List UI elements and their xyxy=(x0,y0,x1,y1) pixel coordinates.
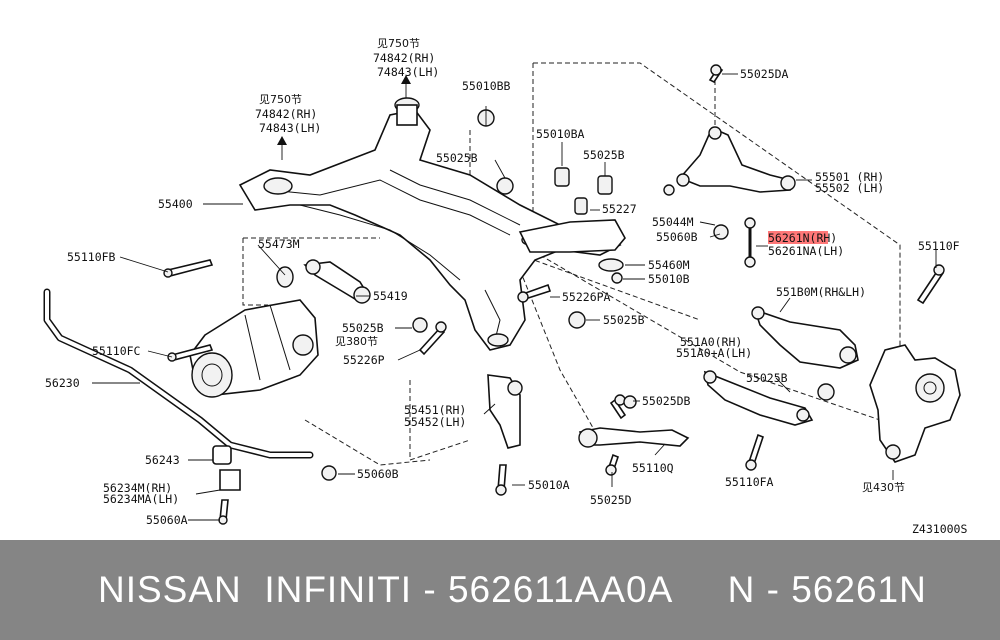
part-label: 55025D xyxy=(590,493,632,507)
part-label: 74842(RH) xyxy=(373,51,435,65)
ref-label: 见380节 xyxy=(335,335,378,348)
part-label: 55010B xyxy=(648,272,690,286)
part-label: 55025B xyxy=(603,313,645,327)
diff-mount-bracket xyxy=(303,259,371,304)
rear-suspension-diagram: 见750节 74842(RH) 74843(LH) 见750节 74842(RH… xyxy=(43,37,967,536)
part-label: 56234MA(LH) xyxy=(103,492,179,506)
part-label: 55044M xyxy=(652,215,694,229)
part-label: 551B0M(RH&LH) xyxy=(776,285,866,299)
part-label: 56230 xyxy=(45,376,80,390)
dashed-guides xyxy=(242,62,901,466)
part-label: 55419 xyxy=(373,289,408,303)
part-label: 56261NA(LH) xyxy=(768,244,844,258)
part-label: 551A0(RH) xyxy=(680,335,742,349)
part-label: 55110Q xyxy=(632,461,674,475)
part-label: 55025B xyxy=(436,151,478,165)
differential-assembly xyxy=(189,299,319,398)
part-label: 55060B xyxy=(357,467,399,481)
part-label: 55226P xyxy=(343,353,385,367)
part-label: 551A0+A(LH) xyxy=(676,346,752,360)
part-label: 56243 xyxy=(145,453,180,467)
diagram-code: Z431000S xyxy=(912,522,967,536)
part-label: 55025DA xyxy=(740,67,789,81)
part-number-text: NISSAN INFINITI - 562611AA0A N - 56261N xyxy=(98,569,927,610)
part-label: 55502 (LH) xyxy=(815,181,884,195)
leader-lines xyxy=(92,73,937,521)
part-label: 55110F xyxy=(918,239,960,253)
ref-label: 见430节 xyxy=(862,481,905,494)
part-label: 55025B xyxy=(583,148,625,162)
part-label: 55025B xyxy=(746,371,788,385)
ref-label: 见750节 xyxy=(377,37,420,50)
ref-label: 见750节 xyxy=(259,93,302,106)
part-label: 55226PA xyxy=(562,290,611,304)
part-label: 55451(RH) xyxy=(404,403,466,417)
part-label: 55060A xyxy=(146,513,188,527)
bracket-55451 xyxy=(487,374,523,449)
part-label: 55110FA xyxy=(725,475,774,489)
part-label: 55110FC xyxy=(92,344,141,358)
part-label: 55010A xyxy=(528,478,570,492)
suspension-member xyxy=(238,97,622,351)
part-label: 74843(LH) xyxy=(377,65,439,79)
part-label: 55025DB xyxy=(642,394,691,408)
part-highlight xyxy=(768,231,828,244)
toe-link-55110q xyxy=(578,427,690,448)
part-label: 74842(RH) xyxy=(255,107,317,121)
part-label: 55473M xyxy=(258,237,300,251)
part-label: 55452(LH) xyxy=(404,415,466,429)
part-label: 55460M xyxy=(648,258,690,272)
part-number-banner xyxy=(0,540,1000,640)
part-label: 74843(LH) xyxy=(259,121,321,135)
upper-link-55501 xyxy=(676,126,796,193)
part-label: 55010BA xyxy=(536,127,585,141)
part-label: 55110FB xyxy=(67,250,116,264)
part-label: 55501 (RH) xyxy=(815,170,884,184)
stabilizer-bar xyxy=(43,288,314,491)
part-labels: 见750节 74842(RH) 74843(LH) 见750节 74842(RH… xyxy=(45,37,967,536)
part-label: 56261N(RH) xyxy=(768,231,837,245)
part-label: 55400 xyxy=(158,197,193,211)
part-label: 55227 xyxy=(602,202,637,216)
part-label: 55025B xyxy=(342,321,384,335)
part-label: 56234M(RH) xyxy=(103,481,172,495)
stabilizer-link-56261n xyxy=(744,217,756,268)
part-label: 55010BB xyxy=(462,79,511,93)
lower-link-551b0m xyxy=(751,306,859,369)
part-label: 55060B xyxy=(656,230,698,244)
rear-knuckle xyxy=(869,344,961,463)
reference-arrows xyxy=(277,75,411,160)
lower-link-551a0 xyxy=(703,370,814,426)
link-55227 xyxy=(518,219,626,253)
